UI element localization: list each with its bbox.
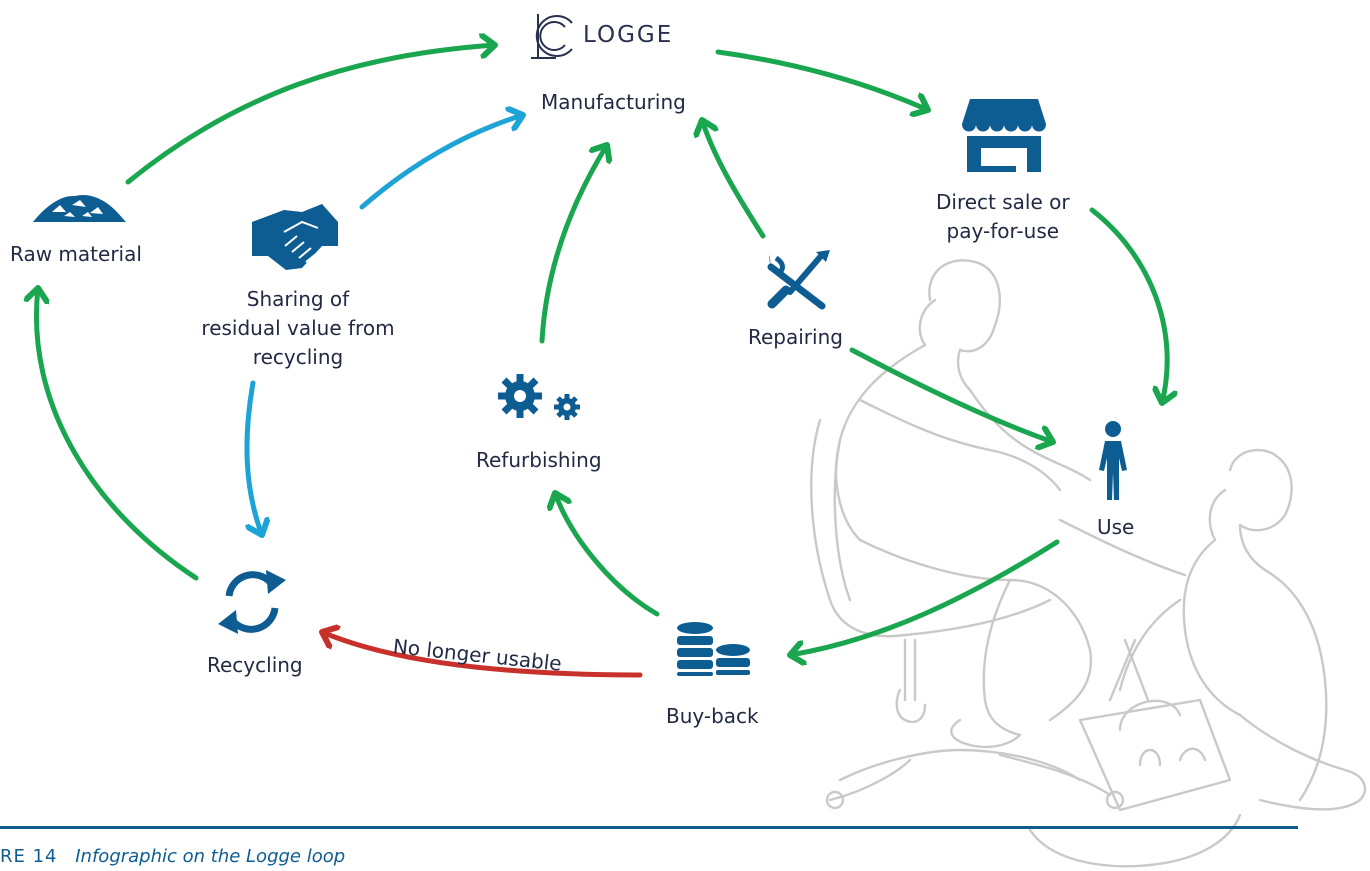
- label-recycling: Recycling: [207, 653, 303, 677]
- caption-divider: [0, 826, 1298, 829]
- arrow-sharing-to-recycling: [244, 380, 262, 535]
- arrow-manufacturing-to-sale: [715, 49, 928, 110]
- label-sharing-line1: Sharing of: [246, 287, 350, 311]
- label-buyback: Buy-back: [666, 704, 759, 728]
- shop-icon: [962, 99, 1046, 172]
- label-sale-line2: pay-for-use: [946, 219, 1060, 243]
- label-sale-line1: Direct sale or: [936, 190, 1070, 214]
- arrow-sale-to-use: [1089, 207, 1167, 403]
- arrow-raw-to-manufacturing: [125, 45, 495, 185]
- arrow-repairing-to-manufacturing: [702, 120, 766, 239]
- arrow-sharing-to-manufacturing: [359, 115, 523, 210]
- arrow-use-to-buyback: [790, 539, 1060, 655]
- figure-title: Infographic on the Logge loop: [75, 846, 346, 867]
- person-icon: [1099, 421, 1127, 500]
- gears-icon: [498, 374, 580, 420]
- rock-pile-icon: [33, 194, 126, 222]
- recycle-icon: [225, 571, 279, 633]
- tools-icon: [767, 250, 830, 310]
- arrow-buyback-to-recycling: [322, 632, 643, 678]
- label-raw-material: Raw material: [10, 242, 142, 266]
- arrow-refurbishing-to-manufacturing: [539, 145, 607, 344]
- logo-wordmark: LOGGE: [583, 22, 674, 48]
- people-sketch-illustration: [810, 259, 1367, 868]
- recycle-icon-arrowheads: [218, 570, 286, 634]
- label-sharing-line2: residual value from: [201, 316, 395, 340]
- label-refurbishing: Refurbishing: [476, 448, 602, 472]
- coins-icon: [677, 622, 750, 676]
- label-repairing: Repairing: [748, 325, 843, 349]
- label-sharing-line3: recycling: [252, 345, 344, 369]
- label-sale: Direct sale or pay-for-use: [936, 188, 1070, 246]
- label-use: Use: [1097, 515, 1135, 539]
- label-sharing: Sharing of residual value from recycling: [192, 285, 404, 372]
- arrow-repairing-to-use: [849, 347, 1053, 442]
- label-manufacturing: Manufacturing: [541, 90, 686, 114]
- arrow-recycling-to-raw: [36, 288, 199, 581]
- arrow-buyback-to-refurbishing: [555, 493, 660, 617]
- logo-c-mark: [531, 14, 573, 59]
- figure-caption: RE 14 Infographic on the Logge loop: [0, 846, 345, 867]
- figure-number: RE 14: [0, 846, 58, 867]
